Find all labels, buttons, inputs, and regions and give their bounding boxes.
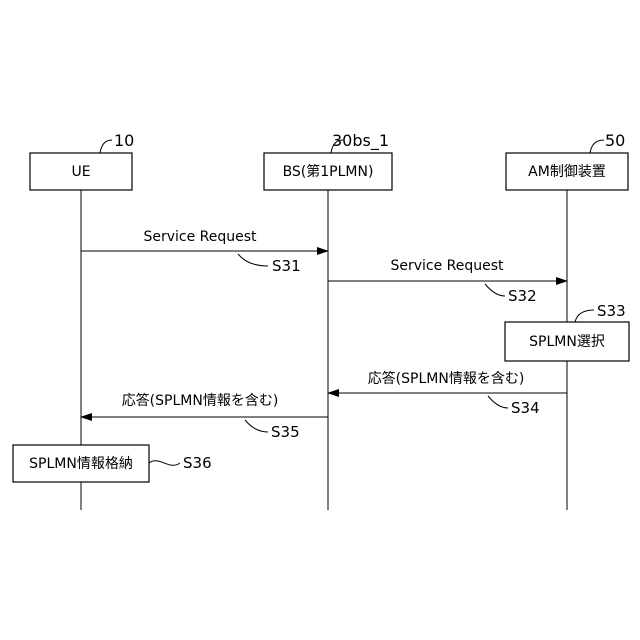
- process-s36-leader: [149, 461, 180, 466]
- bs-label: BS(第1PLMN): [283, 163, 374, 180]
- step-s35: S35: [271, 423, 300, 441]
- message-s31-leader: [238, 254, 268, 266]
- process-s33-label: SPLMN選択: [529, 334, 605, 350]
- bs-entity: BS(第1PLMN) 30bs_1: [264, 131, 392, 190]
- step-s31: S31: [272, 257, 301, 275]
- ue-ref-number: 10: [114, 131, 134, 150]
- process-s36-label: SPLMN情報格納: [29, 456, 133, 472]
- process-s36: SPLMN情報格納 S36: [13, 445, 212, 482]
- ue-ref-leader: [100, 140, 112, 153]
- message-s31-label: Service Request: [143, 229, 257, 245]
- am-label: AM制御装置: [528, 164, 606, 180]
- message-s32-label: Service Request: [390, 258, 504, 274]
- ue-entity: UE 10: [30, 131, 134, 190]
- message-s35-label: 応答(SPLMN情報を含む): [122, 392, 279, 409]
- am-ref-number: 50: [605, 131, 625, 150]
- step-s33: S33: [597, 302, 626, 320]
- step-s36: S36: [183, 454, 212, 472]
- message-s34-label: 応答(SPLMN情報を含む): [368, 370, 525, 387]
- am-entity: AM制御装置 50: [506, 131, 628, 190]
- bs-ref-number: 30bs_1: [332, 131, 389, 151]
- message-s31: Service Request S31: [81, 229, 328, 275]
- message-s35-leader: [245, 420, 268, 432]
- ue-label: UE: [71, 164, 90, 180]
- message-s35: 応答(SPLMN情報を含む) S35: [81, 392, 328, 441]
- message-s34-leader: [488, 396, 508, 408]
- message-s32: Service Request S32: [328, 258, 567, 305]
- step-s34: S34: [511, 399, 540, 417]
- message-s34: 応答(SPLMN情報を含む) S34: [328, 370, 567, 417]
- step-s32: S32: [508, 287, 537, 305]
- am-ref-leader: [590, 140, 604, 153]
- message-s32-leader: [485, 284, 505, 296]
- process-s33-leader: [575, 310, 594, 322]
